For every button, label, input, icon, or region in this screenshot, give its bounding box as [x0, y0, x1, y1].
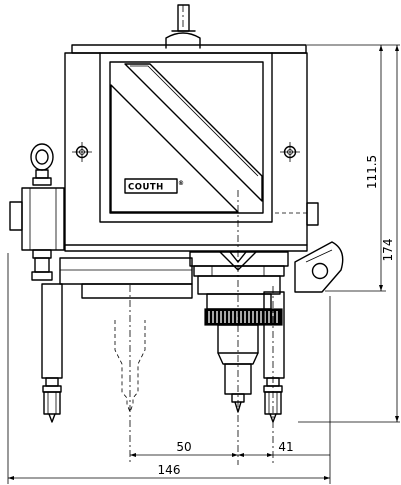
- mounting-hole-right: [280, 142, 300, 162]
- left-leg: [41, 283, 63, 423]
- dimension-spacing-left: 50: [130, 440, 238, 457]
- lifting-ring: [30, 143, 54, 186]
- brand-logo: COUTH ®: [124, 178, 185, 194]
- top-shaft: [165, 4, 201, 49]
- dimension-label-50: 50: [176, 440, 191, 454]
- main-housing: [64, 44, 308, 252]
- knurled-collar: [204, 308, 283, 326]
- dimension-label-111-5: 111.5: [365, 155, 379, 189]
- brand-label: COUTH: [128, 183, 164, 193]
- brand-mark: ®: [178, 180, 185, 187]
- nozzle-assembly: [189, 251, 289, 310]
- side-connector: [9, 187, 65, 281]
- dimension-height-total: 174: [298, 44, 400, 423]
- mounting-hole-left: [72, 142, 92, 162]
- side-knob: [275, 202, 319, 226]
- dimension-spacing-right: 41: [238, 440, 330, 457]
- right-clamp: [294, 241, 344, 293]
- dimension-height-upper: 111.5: [325, 45, 386, 292]
- phantom-pin: [114, 320, 146, 414]
- dimension-label-146: 146: [158, 463, 181, 477]
- dimension-label-174: 174: [381, 239, 395, 262]
- brand-stripes: [110, 63, 263, 213]
- centerlines: [129, 5, 274, 465]
- dimension-overall-width: 146: [7, 253, 331, 484]
- marking-pin-center: [217, 324, 259, 413]
- dimension-label-41: 41: [278, 440, 293, 454]
- crossbar: [59, 257, 193, 299]
